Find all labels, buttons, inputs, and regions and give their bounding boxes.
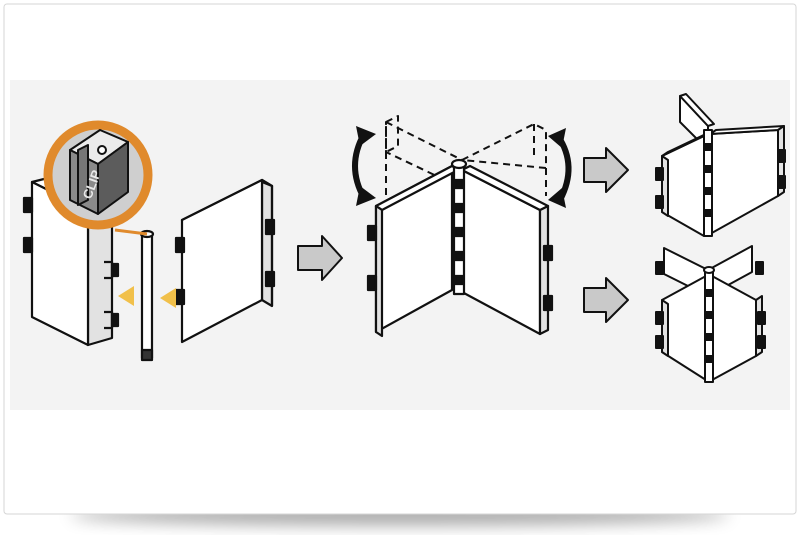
step-insert-pin [22,174,276,362]
pin-rod [139,229,155,362]
process-arrow-2 [583,147,629,193]
rotate-arrow-left [352,126,376,206]
clip-zoom-callout: CLIP [43,120,153,236]
pointer-triangle-left [118,286,134,306]
center-pin [450,158,468,296]
process-arrow-1 [297,235,343,281]
step-join-and-rotate [366,115,554,338]
result-l-configuration [655,93,786,237]
result-cross-configuration [655,245,766,383]
right-panel [174,178,276,344]
pointer-triangle-right [160,288,176,308]
rotate-arrow-right [548,128,572,208]
process-arrow-3 [583,277,629,323]
